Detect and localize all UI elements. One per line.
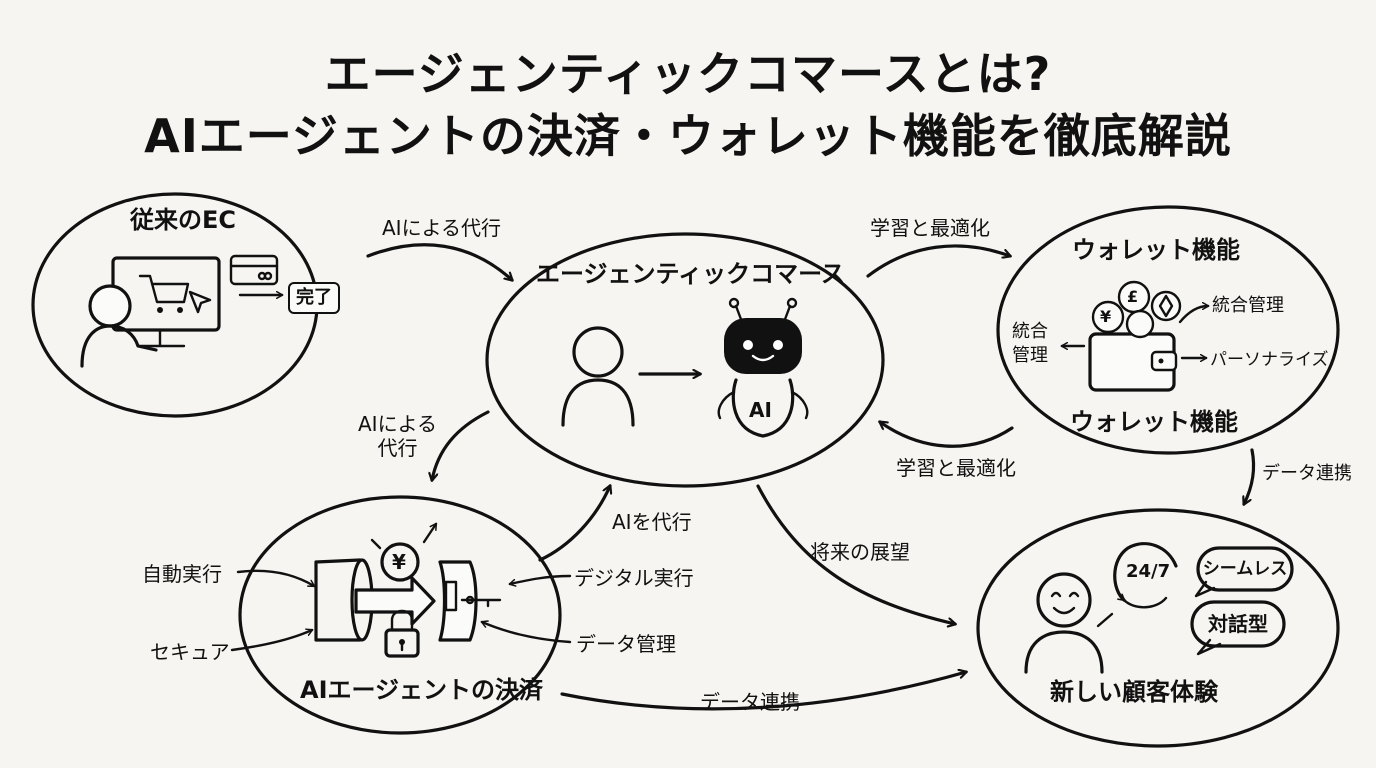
traditional-ec-label: 従来のEC	[130, 206, 237, 234]
payment-feature-data: データ管理	[576, 632, 676, 656]
coin-spark	[370, 538, 382, 550]
payment-feature-auto: 自動実行	[142, 562, 222, 586]
wallet-side-label: 統合 管理	[1012, 321, 1048, 366]
customer-experience-oval	[976, 508, 1340, 748]
wallet-oval	[996, 205, 1340, 455]
ai-payment-label: AIエージェントの決済	[300, 676, 544, 704]
label-agentic-to-experience: 将来の展望	[810, 540, 910, 564]
coin-up-arrow	[422, 524, 438, 544]
label-agentic-to-wallet: 学習と最適化	[870, 216, 990, 240]
payment-yen-symbol: ¥	[392, 550, 406, 574]
payment-gate-icon	[314, 558, 502, 642]
wallet-label-top: ウォレット機能	[1072, 236, 1240, 264]
arrow-secure	[230, 630, 312, 652]
interactive-bubble-tail	[1196, 638, 1222, 656]
label-agentic-to-payment: AIによる 代行	[358, 412, 437, 460]
yen-symbol-icon: ¥	[1100, 307, 1112, 326]
arrow-wallet-to-experience	[1244, 448, 1256, 504]
arrow-agentic-to-experience	[756, 484, 955, 624]
clock-24-7-label: 24/7	[1126, 561, 1171, 582]
title-line-2: AIエージェントの決済・ウォレット機能を徹底解説	[144, 109, 1232, 163]
bubble-interactive: 対話型	[1208, 612, 1268, 636]
pound-symbol-icon: £	[1127, 287, 1139, 306]
robot-ai-label: AI	[749, 398, 772, 422]
label-payment-to-agentic: AIを代行	[612, 510, 692, 534]
wallet-feature-personalize: パーソナライズ	[1210, 350, 1329, 370]
wallet-label-bottom: ウォレット機能	[1070, 408, 1238, 436]
arrow-auto-execution	[236, 569, 314, 588]
smiling-face-icon	[1024, 572, 1104, 674]
ai-payment-oval	[238, 495, 562, 735]
coins-icon	[1091, 280, 1182, 339]
robot-icon	[717, 297, 809, 438]
label-payment-to-experience: データ連携	[700, 690, 800, 714]
arrow-wallet-to-agentic	[880, 420, 1014, 448]
label-ec-to-agentic: AIによる代行	[382, 216, 501, 240]
done-label: 完了	[288, 282, 340, 314]
arrow-data-management	[482, 622, 572, 644]
arrow-agentic-to-wallet	[866, 244, 1010, 278]
credit-card-icon	[229, 254, 279, 286]
yen-coin-icon	[380, 542, 420, 582]
wallet-feature-integrated: 統合管理	[1212, 295, 1284, 316]
agentic-commerce-oval	[485, 232, 885, 488]
seamless-bubble-outline	[1196, 546, 1294, 592]
title-line-1: エージェンティックコマースとは?	[324, 47, 1052, 101]
wallet-integrated-arrow	[1178, 306, 1208, 324]
label-wallet-to-experience: データ連携	[1262, 463, 1352, 484]
lock-icon	[384, 609, 420, 658]
agentic-commerce-label: エージェンティックコマース	[536, 260, 845, 288]
customer-experience-label: 新しい顧客体験	[1050, 678, 1218, 706]
payment-feature-digital: デジタル実行	[574, 566, 694, 590]
arrow-digital-execution	[510, 574, 572, 584]
interactive-bubble-outline	[1190, 600, 1286, 648]
face-speech-line	[1096, 612, 1114, 628]
user-icon	[561, 326, 635, 427]
bubble-seamless: シームレス	[1202, 559, 1288, 579]
arrow-payment-to-agentic	[538, 486, 610, 562]
clock-24-7-icon	[1113, 542, 1178, 609]
arrow-payment-to-experience	[560, 672, 966, 711]
arrow-agentic-to-payment	[432, 410, 490, 480]
payment-feature-secure: セキュア	[150, 640, 230, 664]
wallet-icon	[1088, 332, 1178, 392]
seamless-bubble-tail	[1194, 580, 1216, 598]
label-wallet-to-agentic: 学習と最適化	[896, 456, 1016, 480]
person-icon	[80, 284, 158, 368]
arrow-ec-to-agentic	[366, 243, 512, 280]
